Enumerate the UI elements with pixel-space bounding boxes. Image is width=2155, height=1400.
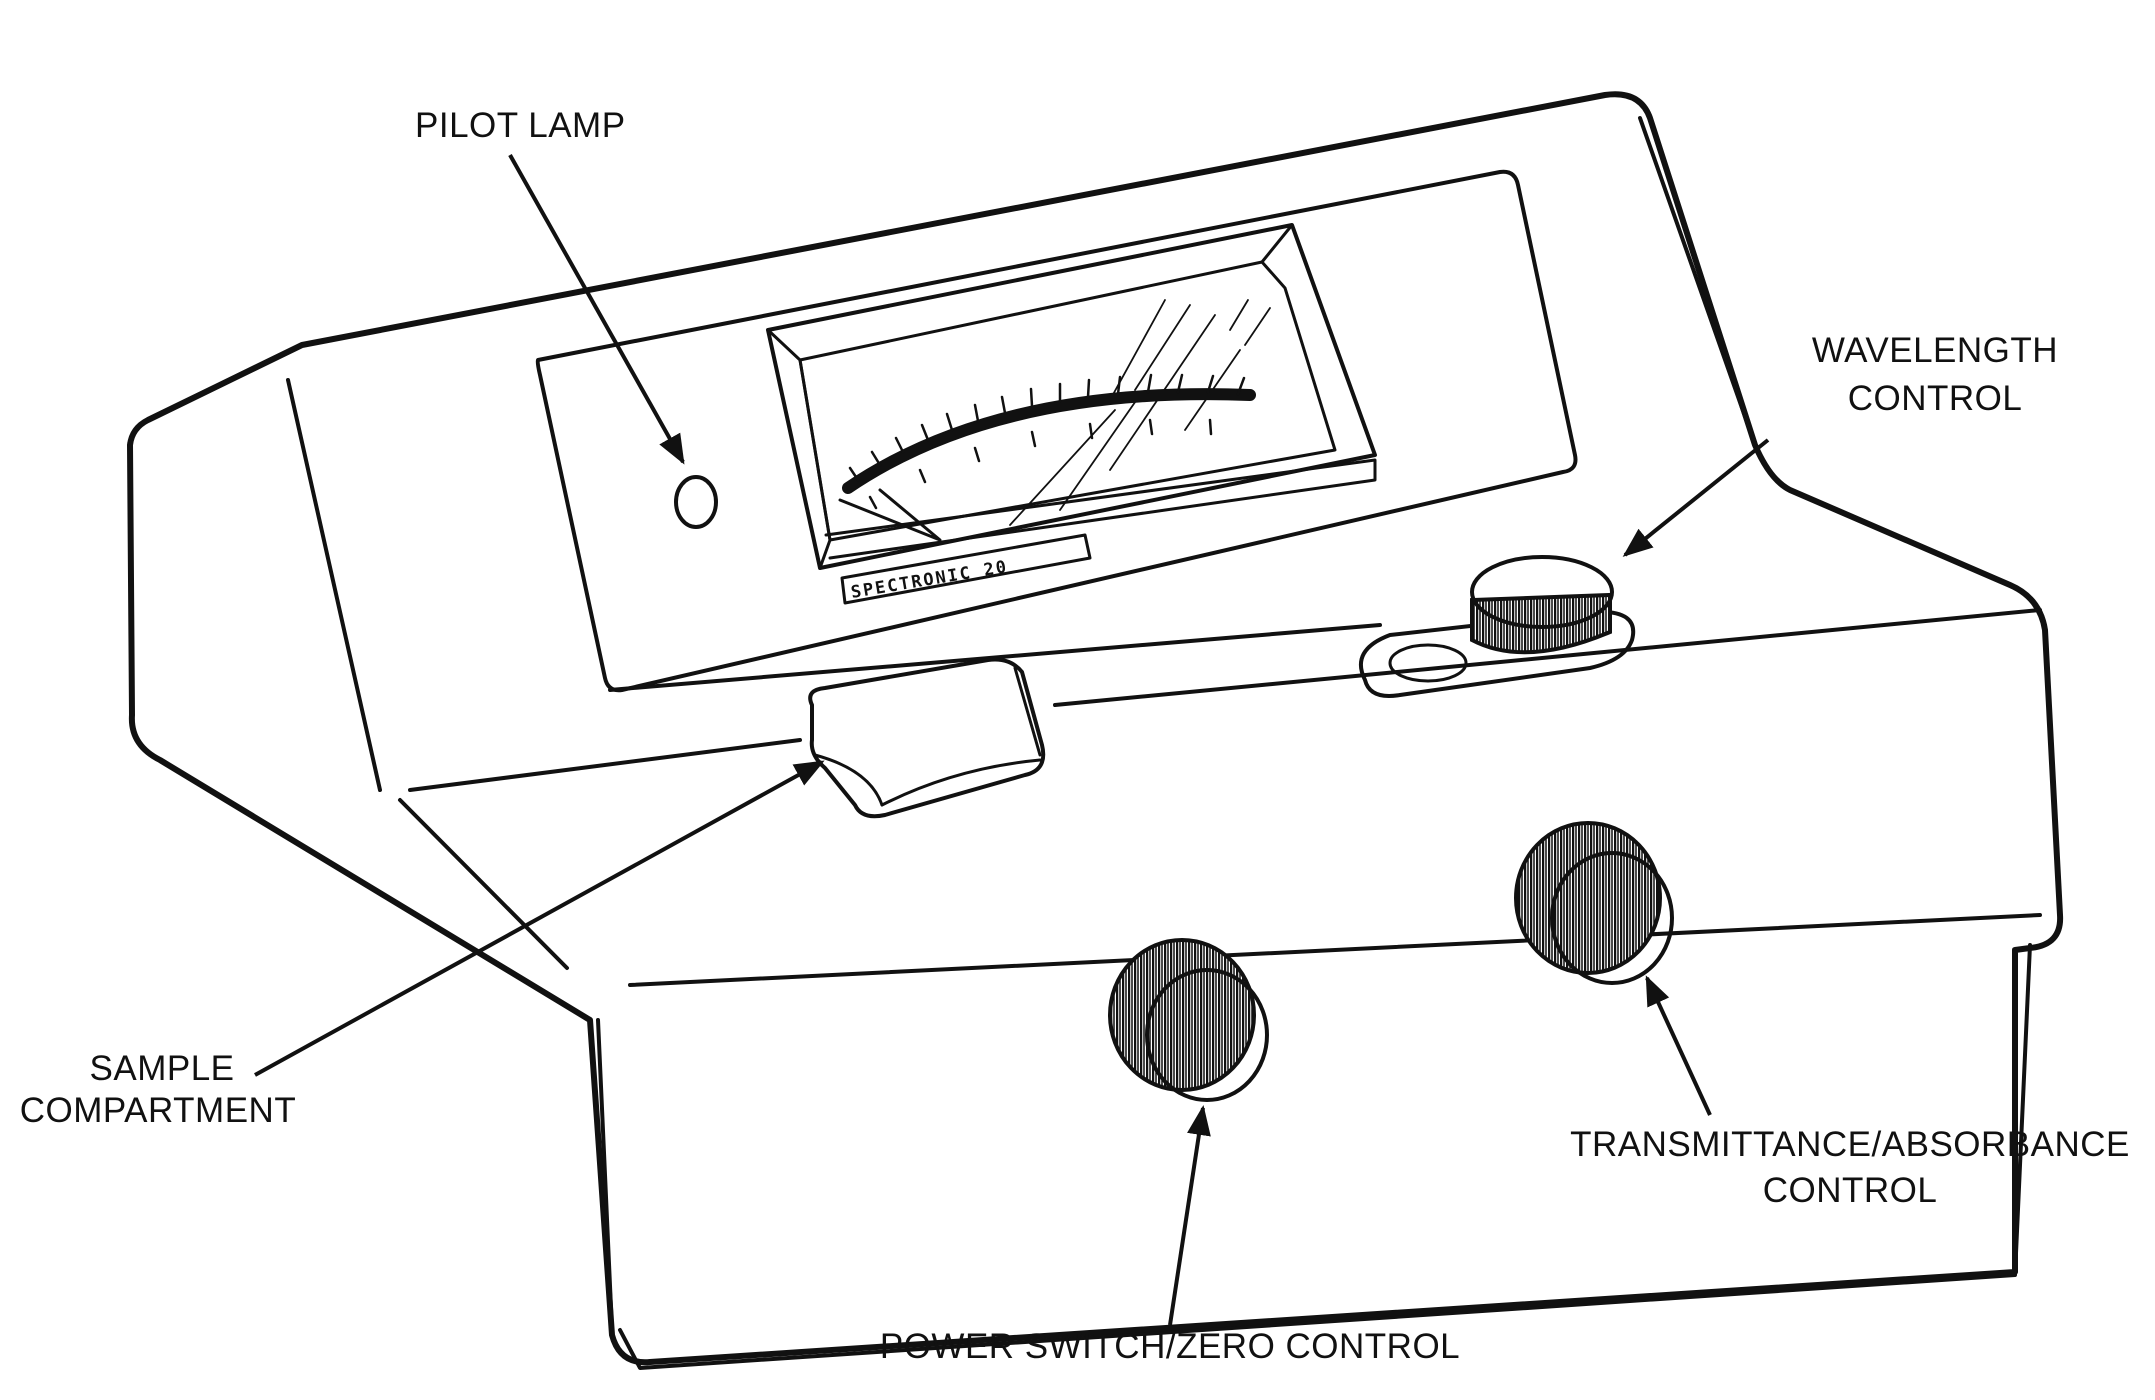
sample-compartment-label-line1: SAMPLE [90, 1049, 235, 1088]
wavelength-arrow [1622, 438, 1770, 557]
pilot-lamp-label: PILOT LAMP [415, 106, 626, 145]
power-knob-skirt [1108, 938, 1256, 1092]
sample-compartment-label-line2: COMPARTMENT [20, 1091, 296, 1130]
pilot-lamp-arrow [508, 154, 685, 465]
power-knob-cap [1145, 968, 1269, 1102]
meter-ticks [848, 373, 1246, 510]
wavelength-window [1388, 643, 1468, 683]
power-switch-zero-knob[interactable] [1108, 938, 1269, 1102]
power-switch-arrow [1168, 1105, 1211, 1326]
meter-needle-wedge [838, 488, 942, 542]
deck-line-upper-2 [1053, 608, 2042, 707]
meter-window-bevel-left [766, 328, 832, 570]
display-panel: SPECTRONIC 20 [535, 169, 1578, 693]
meter-window-shelf [824, 458, 1377, 560]
sample-compartment-lid [808, 657, 1046, 819]
transmittance-arrow [1645, 975, 1712, 1116]
front-panel-top-edge [628, 913, 2042, 987]
display-bezel [535, 169, 1578, 693]
side-face-edge [398, 798, 569, 970]
wavelength-knob-skirt [1470, 592, 1612, 655]
power-switch-zero-control-label: POWER SWITCH/ZERO CONTROL [880, 1327, 1460, 1366]
transmittance-absorbance-knob[interactable] [1514, 821, 1674, 985]
transmittance-knob-skirt [1514, 821, 1662, 975]
brand-plate [840, 533, 1092, 605]
wavelength-knob-base [1359, 609, 1636, 698]
right-slope-edge [1638, 116, 1757, 447]
wavelength-control-label-line1: WAVELENGTH [1812, 331, 2058, 370]
transmittance-absorbance-label-line2: CONTROL [1763, 1171, 1938, 1210]
housing-front-edge [286, 378, 382, 792]
wavelength-control-knob[interactable] [1359, 555, 1636, 698]
base-plate [618, 943, 2032, 1370]
meter-window-bevel-right [1260, 223, 1294, 264]
sample-compartment-arrow [254, 760, 825, 1077]
deck-line-upper [408, 738, 802, 792]
pilot-lamp-indicator [674, 475, 718, 529]
leader-arrows [254, 154, 1770, 1326]
wavelength-knob-cap [1470, 555, 1614, 629]
transmittance-absorbance-label-line1: TRANSMITTANCE/ABSORBANCE [1570, 1125, 2130, 1164]
front-panel-left-edge [596, 1018, 614, 1332]
transmittance-knob-cap [1550, 851, 1674, 985]
meter-window-outer [766, 223, 1377, 570]
callout-labels: PILOT LAMP WAVELENGTH CONTROL SAMPLE COM… [20, 106, 2130, 1366]
wavelength-control-label-line2: CONTROL [1848, 379, 2023, 418]
meter-scale-arc [842, 388, 1256, 494]
